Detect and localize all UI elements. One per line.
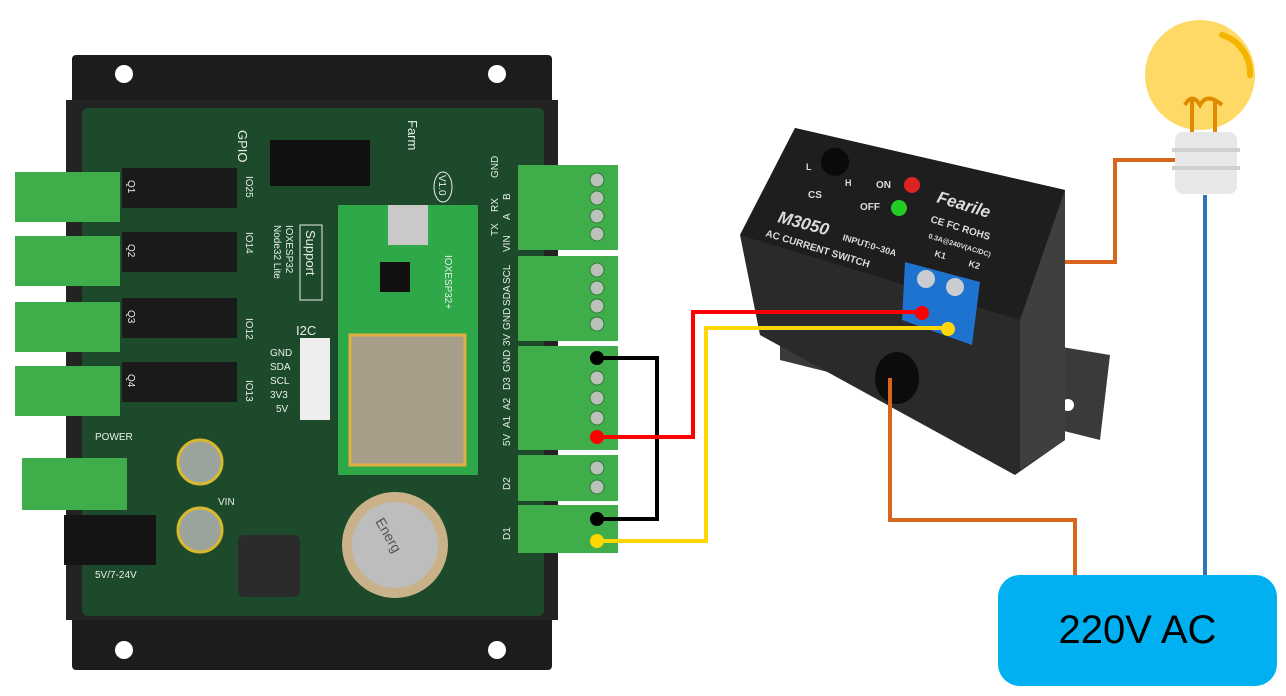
gpio-label: GPIO bbox=[235, 130, 250, 163]
terminal-label: 5V bbox=[502, 433, 513, 446]
terminal-label: RX bbox=[490, 198, 501, 212]
terminal-label: SDA bbox=[502, 285, 513, 306]
terminal-label: D3 bbox=[502, 377, 513, 390]
sensor-hole bbox=[875, 352, 919, 404]
k2-label: K2 bbox=[967, 258, 981, 271]
terminal-label: GND bbox=[502, 308, 513, 330]
terminal-label: A bbox=[502, 213, 513, 220]
red-wire-5v-to-k1 bbox=[597, 310, 922, 439]
ac-power-label: 220V AC bbox=[1058, 608, 1217, 652]
cs-label: CS bbox=[808, 190, 822, 201]
relay-label: Q4 bbox=[125, 374, 136, 388]
i2c-pin-label: SCL bbox=[270, 376, 290, 387]
relay-io-label: IO14 bbox=[243, 232, 254, 254]
cs-potentiometer bbox=[821, 148, 849, 176]
i2c-pin-label: GND bbox=[270, 348, 292, 359]
i2c-pin-label: 5V bbox=[276, 404, 289, 415]
orange-wire-through-sensor bbox=[888, 378, 1077, 577]
power-input-label: 5V/7-24V bbox=[95, 570, 137, 581]
capacitor bbox=[176, 438, 224, 486]
off-led bbox=[891, 200, 907, 216]
mount-hole bbox=[115, 65, 133, 83]
off-label: OFF bbox=[860, 202, 880, 213]
module-label: IOXESP32+ bbox=[442, 255, 453, 309]
i2c-pin-label: SDA bbox=[270, 362, 291, 373]
right-terminals bbox=[518, 165, 618, 553]
support-label: Support bbox=[303, 230, 318, 276]
current-sensor-m3050: L H CS ON OFF Fearile CE FC ROHS 0.3A@24… bbox=[740, 128, 1110, 475]
bulb-glass bbox=[1145, 20, 1255, 130]
coin-battery bbox=[342, 492, 448, 598]
usb-c-port bbox=[388, 205, 428, 245]
k2-screw bbox=[946, 278, 964, 296]
k1-label: K1 bbox=[933, 248, 947, 261]
terminal-label: GND bbox=[490, 156, 501, 178]
relay-label: Q1 bbox=[125, 180, 136, 194]
gpio-header bbox=[270, 140, 370, 186]
yellow-wire-d1-to-k2 bbox=[597, 326, 948, 543]
relay-io-label: IO12 bbox=[243, 318, 254, 340]
orange-wire-sensor-to-bulb bbox=[1065, 158, 1175, 264]
relay-io-label: IO25 bbox=[243, 176, 254, 198]
wire-dot bbox=[941, 322, 955, 336]
terminal-label: D1 bbox=[502, 527, 513, 540]
relay-io-label: IO13 bbox=[243, 380, 254, 402]
k1-screw bbox=[917, 270, 935, 288]
ac-power-source: 220V AC bbox=[998, 575, 1277, 686]
mount-hole bbox=[488, 641, 506, 659]
pot-l-label: L bbox=[806, 162, 812, 172]
left-terminals bbox=[15, 172, 127, 510]
terminal-label: A2 bbox=[502, 397, 513, 410]
terminal-label: D2 bbox=[502, 477, 513, 490]
terminal-label: SCL bbox=[502, 264, 513, 284]
capacitor bbox=[176, 506, 224, 554]
i2c-label: I2C bbox=[296, 323, 316, 338]
wires bbox=[590, 158, 1207, 577]
version-badge bbox=[433, 171, 453, 203]
wire-dot bbox=[590, 351, 604, 365]
brand-logo: Farm bbox=[405, 120, 420, 150]
support-line: IOXESP32 bbox=[283, 225, 294, 274]
sensor-top-face bbox=[740, 128, 1065, 320]
on-led bbox=[904, 177, 920, 193]
terminal-label: GND bbox=[502, 350, 513, 372]
version-label: V1.0 bbox=[436, 175, 447, 196]
mount-hole bbox=[115, 641, 133, 659]
wire-dot bbox=[590, 512, 604, 526]
wire-dot bbox=[590, 430, 604, 444]
terminal-label: VIN bbox=[502, 235, 513, 252]
on-label: ON bbox=[876, 180, 891, 191]
vin-label: VIN bbox=[218, 497, 235, 508]
inductor bbox=[238, 535, 300, 597]
relay-label: Q2 bbox=[125, 244, 136, 258]
relays: Q1 Q2 Q3 Q4 IO25 IO14 IO12 IO13 bbox=[122, 168, 254, 402]
mount-hole bbox=[488, 65, 506, 83]
terminal-labels: GND B A VIN RX TX SCL SDA GND 3V GND D3 … bbox=[490, 156, 513, 540]
relay-label: Q3 bbox=[125, 310, 136, 324]
wire-dot bbox=[590, 534, 604, 548]
bulb-base bbox=[1175, 132, 1237, 194]
terminal-label: TX bbox=[490, 223, 501, 236]
terminal-label: B bbox=[502, 193, 513, 200]
terminal-label: A1 bbox=[502, 415, 513, 428]
light-bulb bbox=[1145, 20, 1255, 194]
i2c-connector bbox=[300, 338, 330, 420]
esp32-chip bbox=[348, 333, 467, 467]
power-label: POWER bbox=[95, 432, 133, 443]
wire-dot bbox=[915, 306, 929, 320]
support-line: Node32 Lite bbox=[271, 225, 282, 279]
dc-jack bbox=[64, 515, 156, 565]
terminal-label: 3V bbox=[502, 333, 513, 346]
controller-board: GPIO Support IOXESP32 Node32 Lite Farm V… bbox=[15, 55, 618, 670]
i2c-pin-label: 3V3 bbox=[270, 390, 288, 401]
pot-h-label: H bbox=[845, 178, 852, 188]
